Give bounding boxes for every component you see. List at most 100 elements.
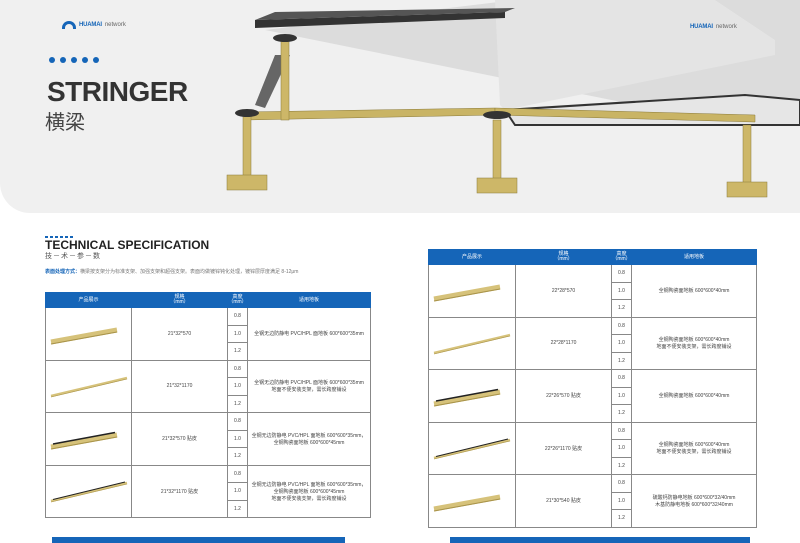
header-floor: 适用地板 — [631, 249, 757, 265]
floor-cell: 全钢陶瓷面地板 600*600*40mm — [631, 264, 757, 318]
header-height: 高度（mm） — [227, 292, 248, 308]
height-cell: 0.8 — [227, 359, 248, 378]
footer-bar-right — [450, 537, 750, 543]
floor-line: 硫酸钙防静电地板 600*600*32/40mm — [652, 494, 736, 501]
header-height-label: 高度 — [616, 251, 627, 257]
floor-line: 全钢陶瓷面地板 600*600*40mm — [658, 337, 730, 344]
header-height: 高度（mm） — [611, 249, 632, 265]
height-cell: 1.0 — [611, 386, 632, 405]
floor-line: 地面不便安装支架，需长跨度铺设 — [656, 449, 732, 456]
header-product: 产品展示 — [428, 249, 516, 265]
height-cell: 1.0 — [611, 491, 632, 510]
spec-cell: 22*28*1170 — [515, 316, 612, 370]
table-header: 产品展示规格（mm）高度（mm）适用地板 — [45, 292, 371, 308]
floor-line: 全钢陶瓷面地板 600*600*45mm — [273, 488, 345, 495]
floor-cell: 全钢无边防静电 PVC/HPL 面地板 600*600*35mm — [247, 307, 371, 361]
height-cell: 1.0 — [611, 439, 632, 458]
height-cell: 0.8 — [611, 421, 632, 440]
floor-line: 全钢无边防静电 PVC/HPL 面地板 600*600*35mm， — [251, 481, 367, 488]
note-label: 表面处理方式： — [45, 269, 81, 275]
header-spec-label: 规格 — [558, 251, 569, 257]
height-cell: 0.8 — [611, 264, 632, 283]
floor-line: 全钢无边防静电 PVC/HPL 面地板 600*600*35mm — [254, 331, 364, 338]
brand-suffix: network — [104, 22, 126, 28]
spec-cell: 21*32*570 贴皮 — [131, 412, 228, 466]
product-image — [428, 264, 516, 318]
height-cell: 1.2 — [611, 509, 632, 528]
surface-note: 表面处理方式：横梁按支架分为标准支架、加强支架和超强支架。表面均做镀锌钝化处理，… — [45, 268, 298, 275]
stringer-image-long — [50, 377, 127, 398]
product-image — [45, 412, 132, 466]
spec-cell: 21*32*1170 贴皮 — [131, 464, 228, 518]
floor-line: 全钢陶瓷面地板 600*600*40mm — [658, 393, 730, 400]
table-row-sub: 1.2 — [46, 499, 371, 518]
section-subtitle: 技－术－参－数 — [45, 253, 101, 260]
header-spec: 规格（mm） — [131, 292, 228, 308]
height-cell: 0.8 — [611, 369, 632, 388]
floor-line: 全钢陶瓷面地板 600*600*45mm — [273, 439, 345, 446]
floor-line: 地面不便安装支架，需长跨度铺设 — [656, 344, 732, 351]
section-dots — [45, 236, 73, 238]
floor-line: 木基防静电地板 600*600*32/40mm — [655, 501, 733, 508]
note-text: 横梁按支架分为标准支架、加强支架和超强支架。表面均做镀锌钝化处理，镀锌层厚度满足… — [80, 269, 299, 275]
height-cell: 1.2 — [227, 394, 248, 413]
height-cell: 0.8 — [611, 316, 632, 335]
footer-bar-left — [52, 537, 345, 543]
decor-dots — [49, 57, 99, 63]
height-cell: 1.2 — [611, 456, 632, 475]
height-cell: 1.0 — [227, 377, 248, 396]
table-header: 产品展示 规格 （mm）高度（mm）适用地板 — [428, 249, 757, 265]
height-cell: 1.0 — [227, 324, 248, 343]
stringer-image-short — [50, 327, 117, 345]
product-image — [428, 316, 516, 370]
table-row-sub: 1.0 — [46, 482, 371, 501]
table-row-sub: 1.2 — [429, 299, 757, 318]
floor-line: 全钢陶瓷面地板 600*600*40mm — [658, 288, 730, 295]
floor-line: 地面不便安装支架，需长跨度铺设 — [271, 387, 347, 394]
header-height-unit: （mm） — [612, 256, 631, 262]
height-cell: 0.8 — [611, 474, 632, 493]
height-cell: 1.2 — [227, 342, 248, 361]
height-cell: 1.2 — [611, 351, 632, 370]
header-product: 产品展示 — [45, 292, 132, 308]
product-image — [45, 464, 132, 518]
table-row-sub: 1.0 — [46, 429, 371, 448]
stringer-image-long — [433, 334, 511, 355]
brand-name: HUAMAI — [690, 24, 713, 30]
height-cell: 1.2 — [227, 447, 248, 466]
floor-line: 地面不便安装支架，需长跨度铺设 — [271, 495, 347, 502]
stringer-image-short — [433, 284, 501, 302]
spec-cell: 22*26*1170 贴皮 — [515, 421, 612, 475]
table-row-sub: 1.0 — [429, 386, 757, 405]
table-row-sub: 1.2 — [46, 447, 371, 466]
stringer-image-short-gasket — [50, 431, 117, 450]
header-floor: 适用地板 — [247, 292, 371, 308]
product-image — [45, 307, 132, 361]
spec-cell: 21*32*570 — [131, 307, 228, 361]
height-cell: 1.2 — [227, 499, 248, 518]
header-spec-unit: （mm） — [170, 299, 189, 305]
floor-cell: 全钢无边防静电 PVC/HPL 面地板 600*600*35mm，全钢陶瓷面地板… — [247, 464, 371, 518]
product-image — [428, 421, 516, 475]
spec-cell: 21*32*1170 — [131, 359, 228, 413]
height-cell: 1.0 — [611, 334, 632, 353]
table-row-sub: 1.2 — [429, 509, 757, 528]
floor-line: 全钢陶瓷面地板 600*600*40mm — [658, 442, 730, 449]
brand-suffix: network — [715, 24, 737, 30]
header-height-unit: （mm） — [228, 299, 247, 305]
height-cell: 1.0 — [611, 281, 632, 300]
product-image — [45, 359, 132, 413]
stringer-image-short — [433, 494, 501, 512]
